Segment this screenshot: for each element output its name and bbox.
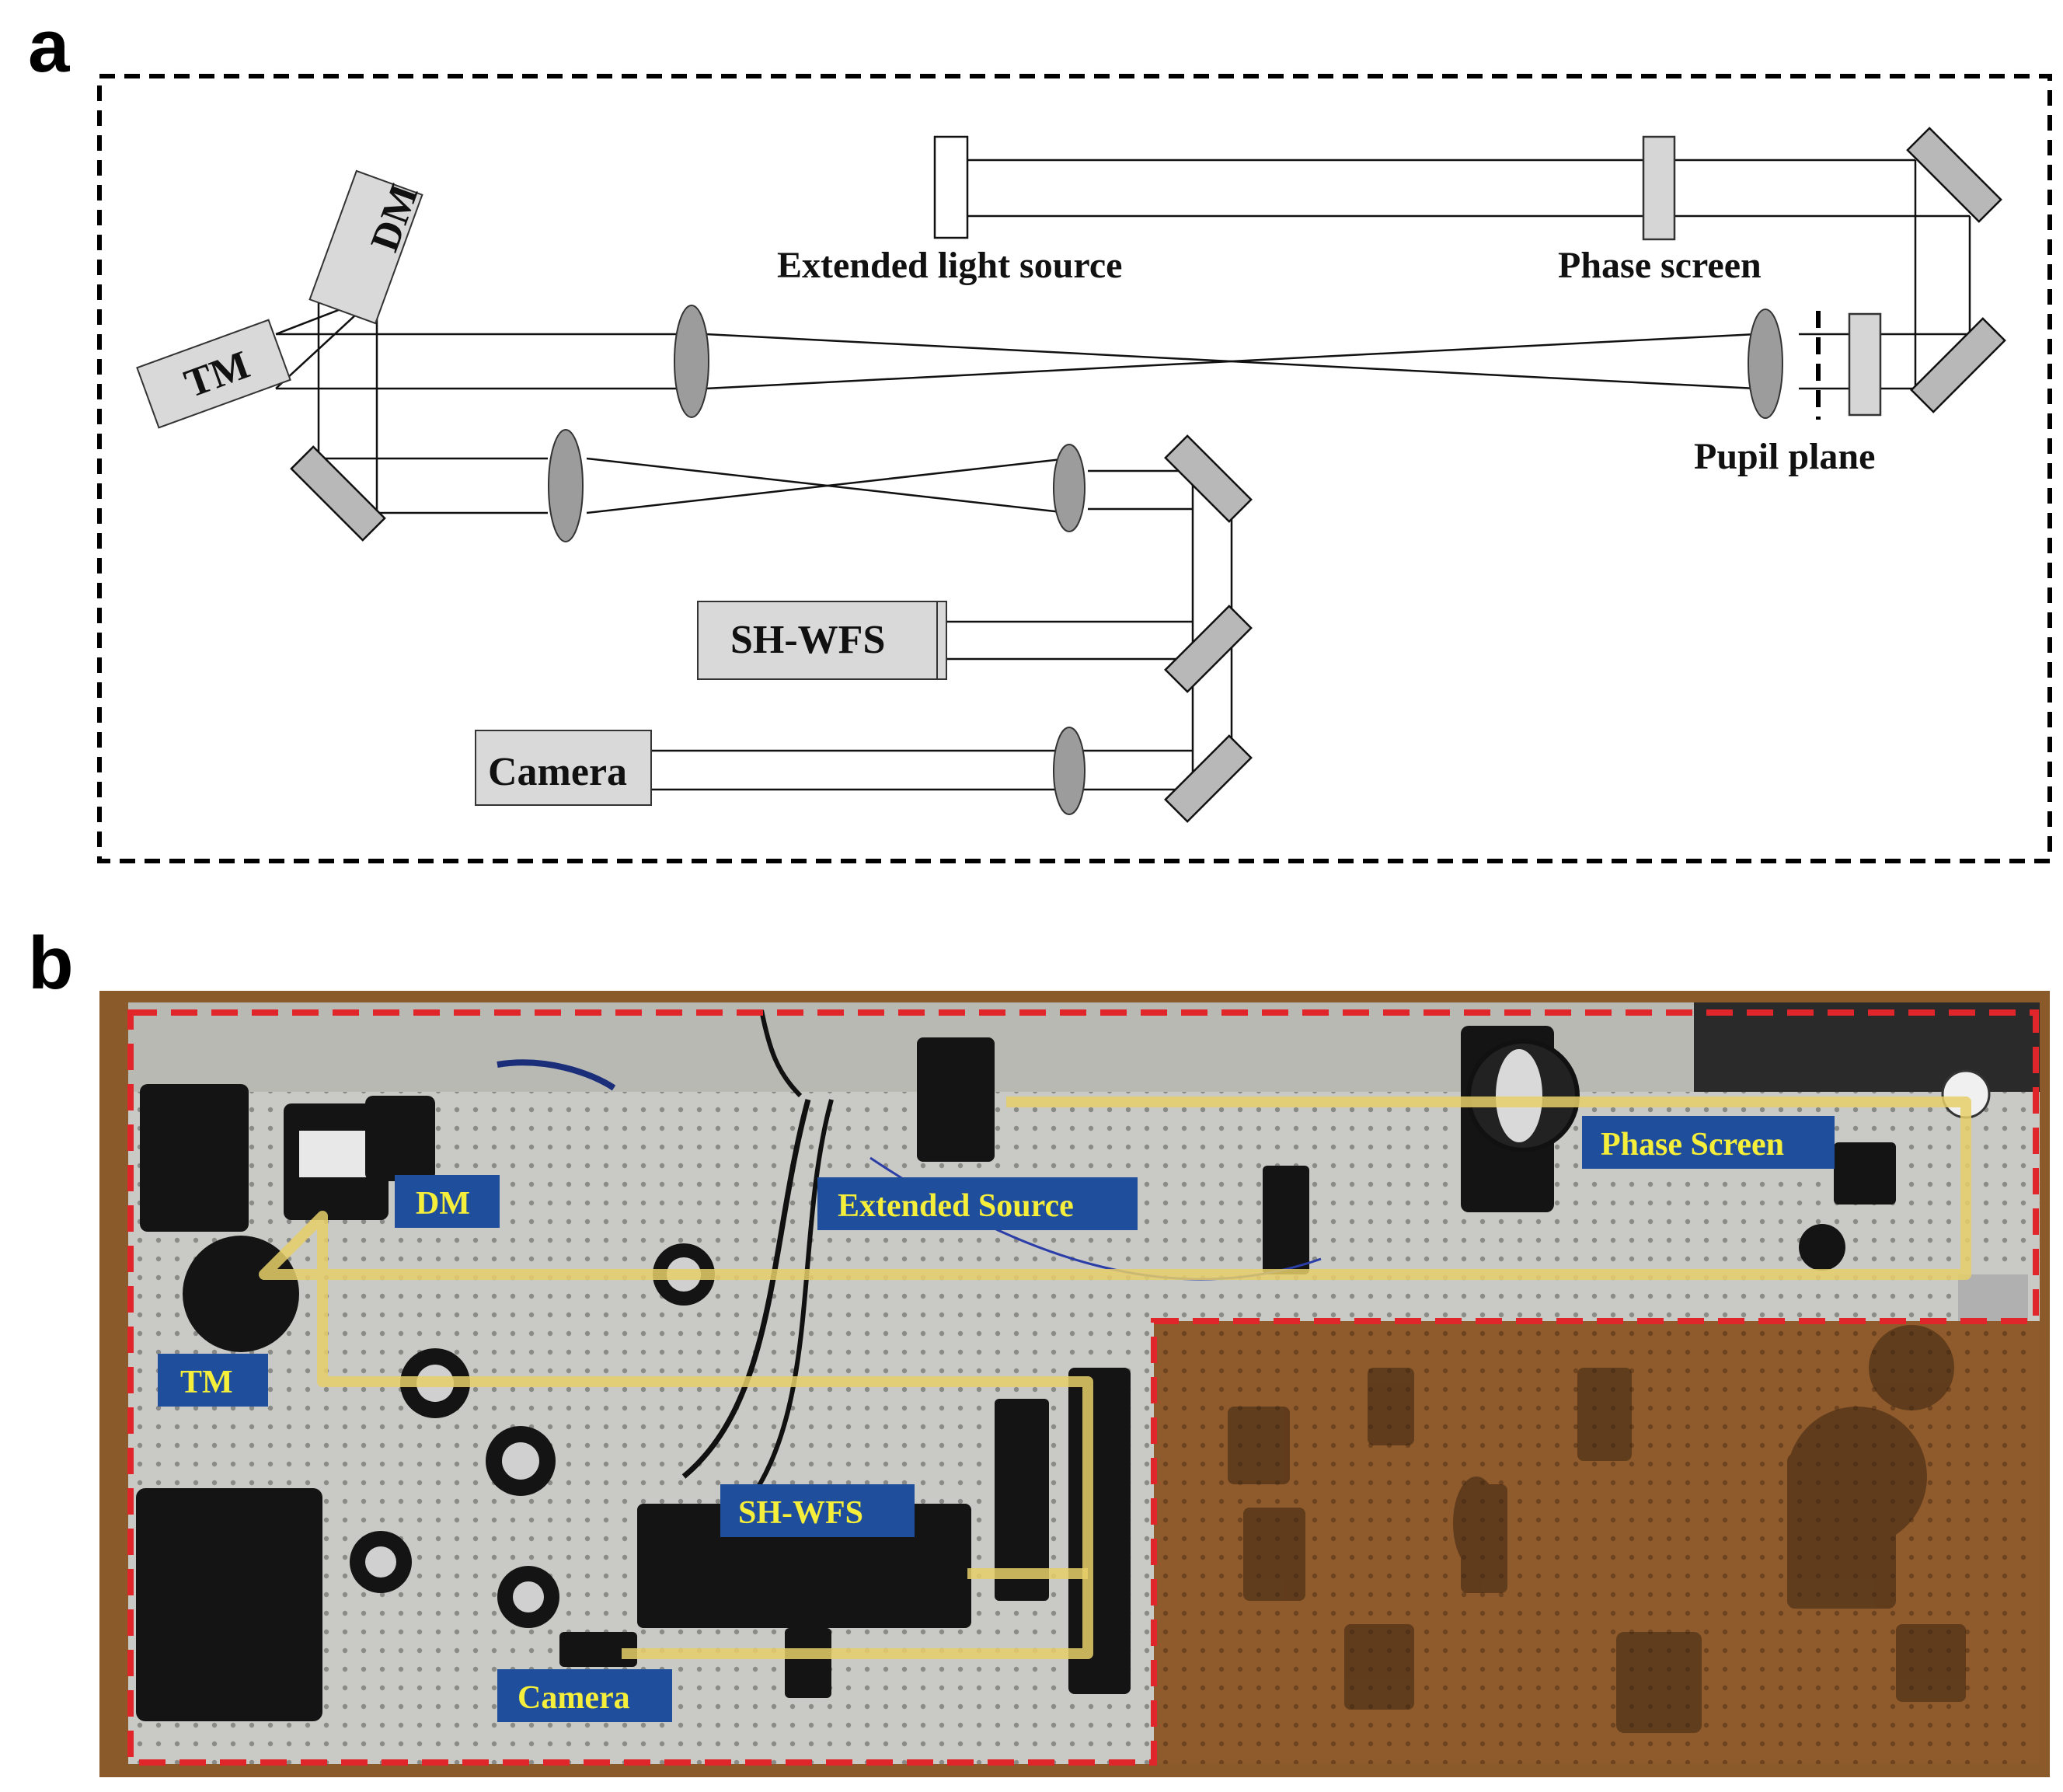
lens-relay-1 [548, 429, 584, 542]
lens-main [674, 305, 709, 418]
pupil-phase-element [1848, 312, 1882, 417]
region-outline [127, 1009, 2039, 1766]
tag-phase-screen-label: Phase Screen [1601, 1127, 1784, 1163]
panel-b-letter: b [28, 922, 74, 1005]
panel-a: a [28, 5, 2052, 863]
beam-path-overlay [259, 1096, 1971, 1659]
sh-wfs-device: SH-WFS [697, 601, 947, 680]
lens-pupil [1748, 309, 1783, 419]
phase-screen-label: Phase screen [1558, 245, 1762, 286]
panel-b: b [28, 922, 2050, 1777]
dm-mirror: DM [308, 169, 427, 325]
panel-a-letter: a [28, 5, 70, 88]
camera-label: Camera [488, 750, 627, 794]
tag-extended-source: Extended Source [817, 1177, 1138, 1230]
tag-camera-label: Camera [517, 1680, 630, 1716]
tag-sh-wfs: SH-WFS [720, 1484, 915, 1537]
tag-tm-label: TM [180, 1365, 233, 1400]
tag-tm: TM [158, 1354, 268, 1407]
extended-light-source [933, 135, 969, 239]
panel-a-border [97, 74, 2052, 863]
lens-camera [1053, 727, 1086, 815]
optical-beams [275, 159, 1971, 791]
fold-mirror-column-top [1164, 434, 1253, 523]
beam-splitter-column [1164, 605, 1253, 693]
tag-dm: DM [395, 1175, 500, 1228]
camera-device: Camera [475, 730, 652, 806]
fold-mirror-top-right [1906, 127, 2002, 223]
fold-mirror-lower-left [290, 445, 386, 542]
fold-mirror-right [1910, 317, 2006, 413]
sh-wfs-label: SH-WFS [730, 618, 885, 662]
tag-phase-screen: Phase Screen [1582, 1116, 1835, 1169]
lens-relay-2 [1053, 444, 1086, 532]
tag-camera: Camera [497, 1669, 672, 1722]
tm-mirror: TM [136, 319, 291, 429]
tag-dm-label: DM [416, 1186, 470, 1222]
tag-sh-wfs-label: SH-WFS [738, 1495, 863, 1531]
fold-mirror-column-bottom [1164, 734, 1253, 823]
phase-screen [1642, 135, 1676, 241]
extended-light-source-label: Extended light source [777, 245, 1122, 286]
tag-extended-source-label: Extended Source [838, 1188, 1074, 1224]
pupil-plane-label: Pupil plane [1694, 436, 1875, 477]
